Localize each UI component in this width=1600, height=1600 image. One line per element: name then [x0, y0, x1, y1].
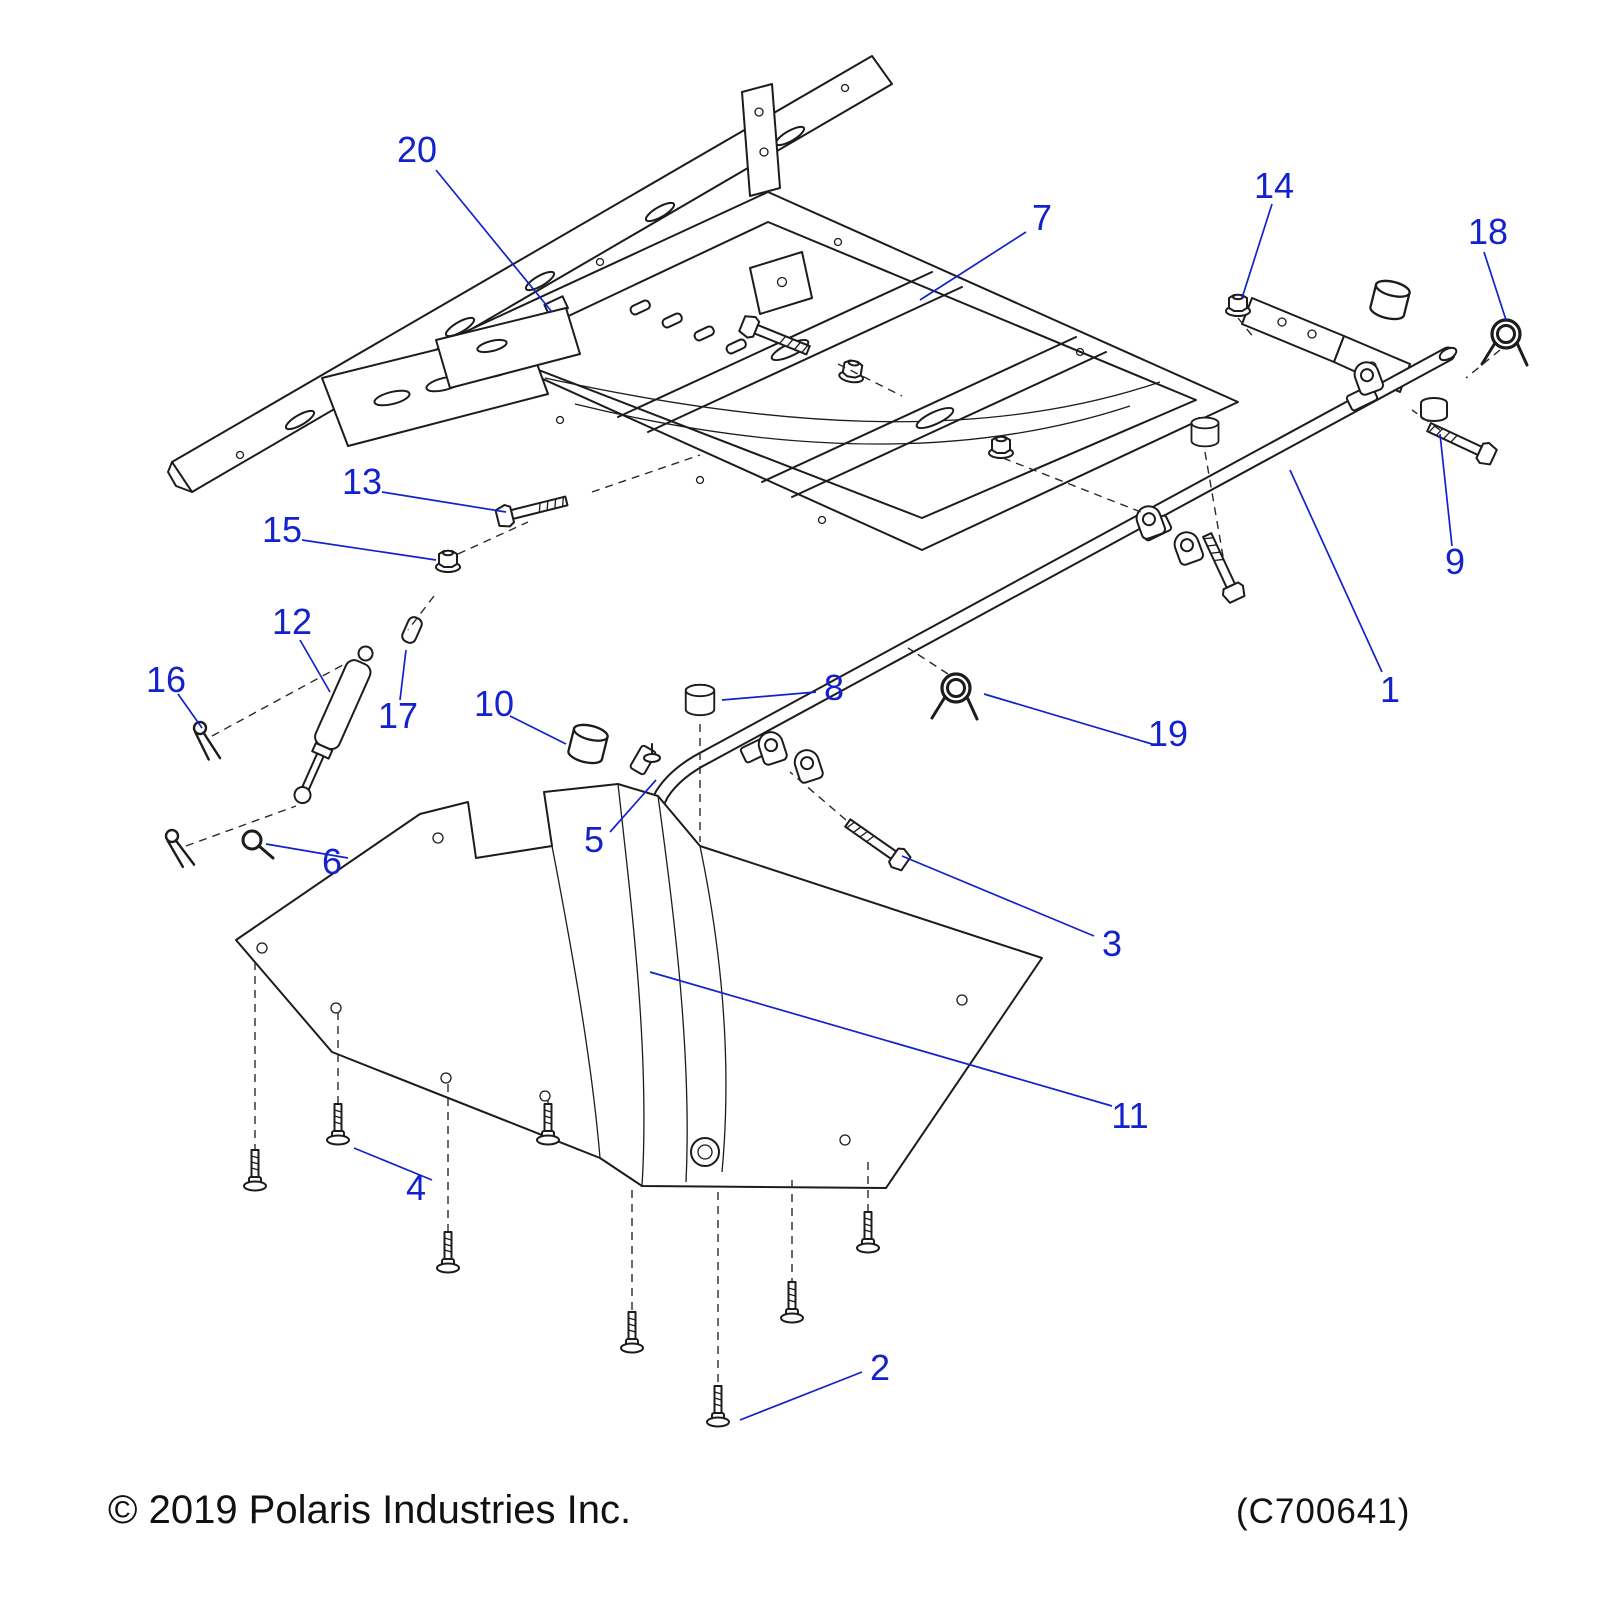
fasteners	[162, 293, 1500, 874]
rubber-bumper	[1367, 276, 1413, 324]
screw-2	[706, 1385, 730, 1428]
cotter-pin-16	[188, 720, 226, 763]
rubber-mount-8	[684, 683, 716, 717]
callout-11: 11	[1111, 1095, 1149, 1136]
screw	[243, 1149, 267, 1192]
callout-8: 8	[823, 667, 845, 708]
pin-17	[401, 616, 423, 644]
callout-18: 18	[1467, 211, 1509, 252]
gas-strut-12	[293, 645, 374, 805]
callout-13: 13	[341, 461, 383, 502]
diagram-reference-code: (C700641)	[1236, 1492, 1411, 1531]
callout-4: 4	[405, 1167, 427, 1208]
screw	[436, 1231, 460, 1274]
callout-2: 2	[869, 1347, 891, 1388]
callout-12: 12	[271, 601, 313, 642]
callout-6: 6	[321, 841, 343, 882]
nut-14	[1225, 293, 1251, 317]
bolt	[1196, 529, 1249, 606]
rubber-mount	[1190, 416, 1220, 448]
screw	[780, 1281, 804, 1324]
rubber-bumper-10	[565, 720, 611, 768]
tube-clamp	[790, 746, 826, 785]
callout-9: 9	[1444, 541, 1466, 582]
nut	[988, 435, 1014, 459]
nut-15	[435, 549, 461, 573]
bolt-3	[840, 813, 914, 874]
crossmember	[761, 336, 1107, 498]
callout-15: 15	[261, 509, 303, 550]
copyright-text: © 2019 Polaris Industries Inc.	[108, 1488, 632, 1532]
bolt-9	[1423, 416, 1500, 469]
callout-19: 19	[1147, 713, 1189, 754]
tube-clamp	[1170, 527, 1206, 568]
callout-7: 7	[1031, 197, 1053, 238]
callout-10: 10	[473, 683, 515, 724]
callout-17: 17	[377, 695, 419, 736]
callout-16: 16	[145, 659, 187, 700]
bolt-13	[493, 489, 571, 530]
skid-plate	[235, 783, 1043, 1189]
screw-4	[326, 1103, 350, 1146]
callout-leader-lines	[177, 169, 1507, 1421]
callout-5: 5	[583, 819, 605, 860]
alignment-dashed-lines	[185, 317, 1501, 1408]
ring-clip-6	[241, 829, 275, 860]
torsion-spring-19	[930, 672, 979, 721]
cotter-pin	[162, 828, 198, 869]
grommet	[1420, 397, 1448, 422]
screw	[856, 1211, 880, 1254]
callout-3: 3	[1101, 923, 1123, 964]
callout-14: 14	[1253, 165, 1295, 206]
torsion-spring-18	[1480, 318, 1529, 367]
callout-1: 1	[1379, 669, 1401, 710]
screw	[620, 1311, 644, 1354]
washer-5	[643, 753, 661, 763]
callout-20: 20	[396, 129, 438, 170]
